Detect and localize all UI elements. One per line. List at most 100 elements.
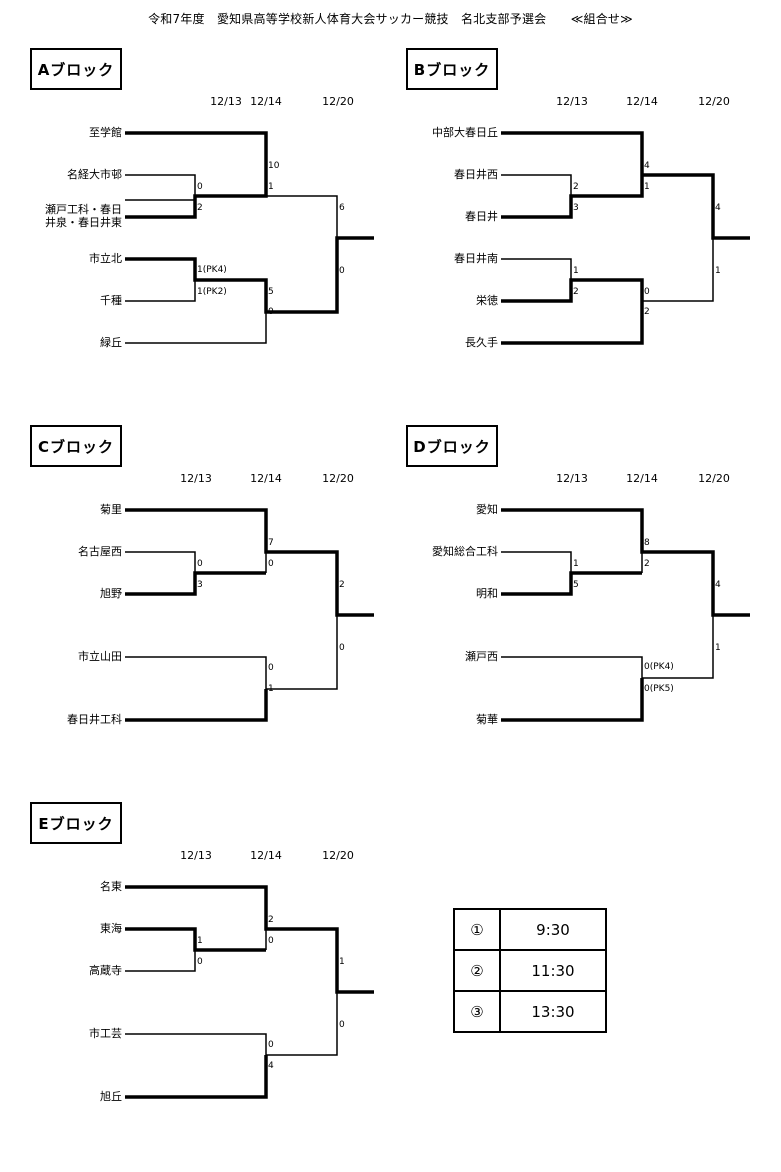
team-name: 緑丘 xyxy=(100,336,122,349)
slot-number: ① xyxy=(453,908,501,951)
score: 0 xyxy=(197,559,203,569)
slot-number: ② xyxy=(453,949,501,992)
score: 0 xyxy=(197,182,203,192)
score: 1(PK4) xyxy=(197,265,227,275)
block-d-label: Dブロック xyxy=(406,425,498,467)
date-final: 12/20 xyxy=(322,95,354,108)
team-name: 名経大市邨 xyxy=(67,168,122,181)
team-name: 至学館 xyxy=(89,126,122,139)
team-name: 栄徳 xyxy=(476,294,498,307)
block-c: Cブロック 12/13 12/14 12/20 菊里 名古屋西 旭野 市立山田 … xyxy=(30,425,410,795)
block-b: Bブロック 12/13 12/14 12/20 中部大春日丘 春日井西 春日井 … xyxy=(406,48,781,418)
score: 1 xyxy=(339,957,345,967)
team-name: 春日井西 xyxy=(454,168,498,181)
team-name: 長久手 xyxy=(465,336,498,349)
team-name: 中部大春日丘 xyxy=(432,126,498,139)
date-final: 12/20 xyxy=(322,849,354,862)
score: 4 xyxy=(268,1061,274,1071)
score: 0 xyxy=(268,936,274,946)
block-c-label: Cブロック xyxy=(30,425,122,467)
date-round1: 12/13 xyxy=(210,95,242,108)
score: 3 xyxy=(573,203,579,213)
team-name: 菊華 xyxy=(476,713,498,726)
bracket-lines xyxy=(125,885,374,1099)
score: 2 xyxy=(268,915,274,925)
score: 2 xyxy=(573,182,579,192)
score: 4 xyxy=(715,580,721,590)
team-name: 市立山田 xyxy=(78,650,122,663)
block-a: Aブロック 12/13 12/14 12/20 至学館 名経大市邨 瀬戸工科・春… xyxy=(30,48,410,418)
block-e-label: Eブロック xyxy=(30,802,122,844)
score: 6 xyxy=(339,203,345,213)
bracket-lines xyxy=(125,508,374,722)
bracket-lines xyxy=(125,131,374,344)
score: 1 xyxy=(268,684,274,694)
team-name: 千種 xyxy=(100,294,122,307)
date-round2: 12/14 xyxy=(626,472,658,485)
team-name: 菊里 xyxy=(100,503,122,516)
time-row: ② 11:30 xyxy=(453,949,607,992)
team-name: 愛知総合工科 xyxy=(432,545,498,558)
team-name: 瀬戸西 xyxy=(465,650,498,663)
team-name: 旭丘 xyxy=(100,1090,122,1103)
score: 0 xyxy=(644,287,650,297)
score: 0 xyxy=(268,307,274,317)
score: 0 xyxy=(268,663,274,673)
team-name: 高蔵寺 xyxy=(89,964,122,977)
score: 1 xyxy=(715,643,721,653)
score: 0(PK5) xyxy=(644,684,674,694)
date-final: 12/20 xyxy=(322,472,354,485)
score: 2 xyxy=(573,287,579,297)
score: 1 xyxy=(573,559,579,569)
bracket-lines xyxy=(501,508,750,722)
score: 4 xyxy=(644,161,650,171)
date-final: 12/20 xyxy=(698,95,730,108)
team-name: 東海 xyxy=(100,922,122,935)
slot-number: ③ xyxy=(453,990,501,1033)
document-title: 令和7年度 愛知県高等学校新人体育大会サッカー競技 名北支部予選会 ≪組合せ≫ xyxy=(148,12,633,26)
team-name: 明和 xyxy=(476,587,498,600)
kickoff-time: 9:30 xyxy=(499,908,607,951)
date-round1: 12/13 xyxy=(556,95,588,108)
score: 0 xyxy=(268,559,274,569)
team-name: 市立北 xyxy=(89,252,122,265)
team-name: 春日井南 xyxy=(454,252,498,265)
score: 1 xyxy=(573,266,579,276)
score: 1(PK2) xyxy=(197,287,227,297)
team-name: 旭野 xyxy=(100,587,122,600)
score: 0 xyxy=(268,1040,274,1050)
team-name: 瀬戸工科・春日 井泉・春日井東 xyxy=(45,203,122,229)
date-final: 12/20 xyxy=(698,472,730,485)
team-name: 春日井工科 xyxy=(67,713,122,726)
kickoff-time: 13:30 xyxy=(499,990,607,1033)
date-round1: 12/13 xyxy=(180,849,212,862)
date-round2: 12/14 xyxy=(250,472,282,485)
score: 7 xyxy=(268,538,274,548)
time-row: ① 9:30 xyxy=(453,908,607,951)
score: 1 xyxy=(197,936,203,946)
score: 0(PK4) xyxy=(644,662,674,672)
score: 3 xyxy=(197,580,203,590)
score: 2 xyxy=(644,307,650,317)
team-name: 名古屋西 xyxy=(78,545,122,558)
score: 4 xyxy=(715,203,721,213)
date-round2: 12/14 xyxy=(626,95,658,108)
score: 2 xyxy=(339,580,345,590)
score: 0 xyxy=(339,1020,345,1030)
score: 2 xyxy=(197,203,203,213)
kickoff-time-table: ① 9:30 ② 11:30 ③ 13:30 xyxy=(453,908,607,1033)
date-round2: 12/14 xyxy=(250,95,282,108)
bracket-lines xyxy=(501,131,750,345)
score: 1 xyxy=(644,182,650,192)
score: 5 xyxy=(573,580,579,590)
date-round1: 12/13 xyxy=(180,472,212,485)
score: 1 xyxy=(268,182,274,192)
team-name: 愛知 xyxy=(476,503,498,516)
score: 8 xyxy=(644,538,650,548)
score: 0 xyxy=(197,957,203,967)
block-e: Eブロック 12/13 12/14 12/20 名東 東海 高蔵寺 市工芸 旭丘… xyxy=(30,802,410,1172)
score: 0 xyxy=(339,643,345,653)
block-a-label: Aブロック xyxy=(30,48,122,90)
date-round2: 12/14 xyxy=(250,849,282,862)
time-row: ③ 13:30 xyxy=(453,990,607,1033)
